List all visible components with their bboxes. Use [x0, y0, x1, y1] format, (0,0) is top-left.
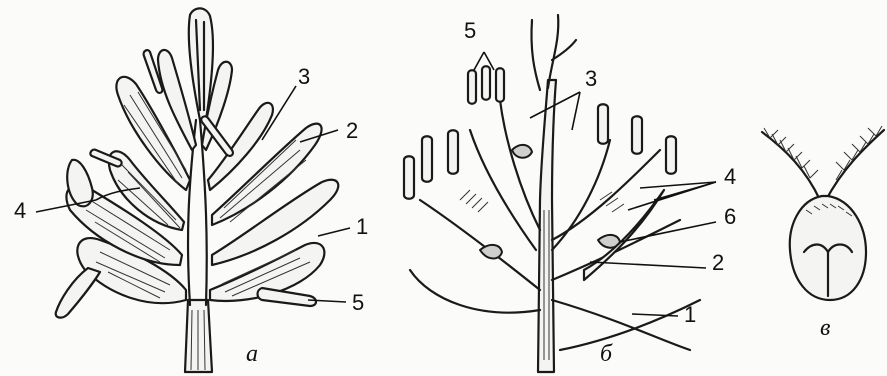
caption-a: а [246, 342, 258, 366]
label-a-1: 1 [356, 216, 368, 238]
label-a-4: 4 [14, 200, 26, 222]
label-a-3: 3 [298, 66, 310, 88]
label-b-3: 3 [585, 68, 597, 90]
figure-b-drawing [404, 15, 716, 372]
figure-a-drawing [36, 8, 350, 372]
caption-b: б [600, 342, 612, 366]
label-a-2: 2 [346, 120, 358, 142]
label-b-4: 4 [724, 166, 736, 188]
label-b-2: 2 [712, 252, 724, 274]
label-b-6: 6 [724, 206, 736, 228]
figure-c-drawing [762, 126, 884, 300]
label-b-5: 5 [464, 20, 476, 42]
label-a-5: 5 [352, 292, 364, 314]
label-b-1: 1 [684, 304, 696, 326]
caption-c: в [820, 316, 830, 340]
